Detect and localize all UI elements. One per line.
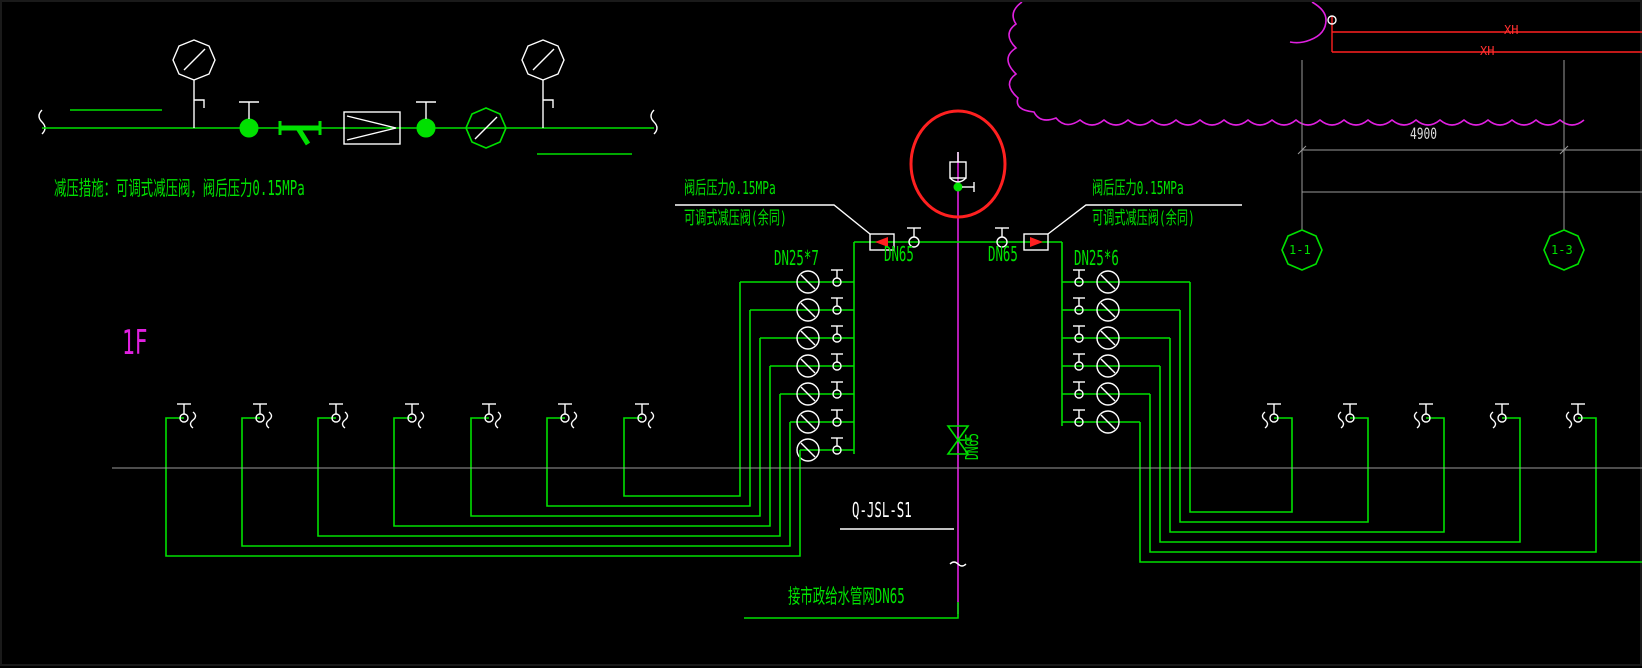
water-meter-icon	[796, 354, 820, 378]
water-meter-icon	[796, 298, 820, 322]
note-prv-measure: 减压措施：可调式减压阀，阀后压力0.15MPa	[54, 176, 305, 200]
grid-reference-lines	[1297, 15, 1642, 230]
water-meter-icon	[1096, 326, 1120, 350]
riser-dn-label: DN65	[962, 433, 983, 460]
meter-branch-pipe	[165, 417, 801, 557]
water-meter-icon	[1096, 298, 1120, 322]
grid-bubble-2-label: 1-3	[1551, 243, 1573, 257]
water-meter-icon	[796, 326, 820, 350]
meter-branch-pipe	[1179, 310, 1369, 523]
fixture-outlet-icon	[405, 403, 425, 429]
grid-bubble-1-icon	[1281, 229, 1323, 271]
revision-cloud	[1007, 2, 1585, 126]
valve-icon	[1073, 409, 1085, 427]
left-branch-dn-label: DN65	[884, 242, 914, 266]
strainer-icon	[278, 121, 322, 146]
right-prv-pressure-label: 阀后压力0.15MPa	[1092, 178, 1184, 199]
supply-pipe	[744, 602, 959, 619]
fixture-outlet-icon	[1565, 403, 1585, 429]
fixture-outlet-icon	[253, 403, 273, 429]
fixture-outlet-icon	[635, 403, 655, 429]
meter-branch-pipe	[393, 366, 771, 527]
valve-icon	[416, 101, 436, 138]
fixture-outlet-icon	[558, 403, 578, 429]
valve-icon	[239, 101, 259, 138]
meter-branch-pipe	[1149, 394, 1597, 553]
right-meter-bank	[1061, 242, 1642, 563]
fixture-outlet-icon	[329, 403, 349, 429]
meter-branch-pipe	[623, 282, 741, 497]
water-meter-icon	[1096, 410, 1120, 434]
pipe-tag-label: Q-JSL-S1	[852, 498, 912, 522]
valve-icon	[1073, 297, 1085, 315]
water-meter-icon	[1096, 382, 1120, 406]
meter-branch-pipe	[546, 310, 751, 507]
supply-note-label: 接市政给水管网DN65	[788, 584, 905, 608]
water-meter-icon	[796, 410, 820, 434]
branch-header	[675, 204, 1242, 251]
grid-bubble-2-icon	[1543, 229, 1585, 271]
fixture-outlet-icon	[1489, 403, 1509, 429]
right-prv-type-label: 可调式减压阀(余同)	[1092, 208, 1195, 229]
fixture-outlets	[177, 403, 1585, 429]
valve-icon	[1073, 269, 1085, 287]
water-meter-icon	[796, 270, 820, 294]
fixture-outlet-icon	[1261, 403, 1281, 429]
water-meter-icon	[1096, 270, 1120, 294]
grid-bubble-1-label: 1-1	[1289, 243, 1311, 257]
pressure-gauge-icon	[521, 39, 565, 128]
valve-icon	[831, 437, 843, 455]
check-valve-icon	[946, 425, 972, 455]
fixture-outlet-icon	[1413, 403, 1433, 429]
valve-icon	[1073, 381, 1085, 399]
fixture-outlet-icon	[1337, 403, 1357, 429]
meter-branch-pipe	[1159, 366, 1521, 543]
valve-icon	[831, 353, 843, 371]
left-prv-pressure-label: 阀后压力0.15MPa	[684, 178, 776, 199]
meter-branch-pipe	[317, 394, 781, 537]
riser-pipe	[949, 152, 967, 614]
valve-icon	[831, 297, 843, 315]
fixture-outlet-icon	[177, 403, 197, 429]
meter-branch-pipe	[470, 338, 761, 517]
valve-icon	[1073, 325, 1085, 343]
valve-icon	[831, 409, 843, 427]
pressure-gauge-icon	[172, 39, 216, 128]
meter-branch-pipe	[1139, 422, 1642, 563]
valve-icon	[1073, 353, 1085, 371]
xh-label-2: XH	[1480, 44, 1495, 58]
dimension-label: 4900	[1410, 124, 1437, 143]
right-meter-group-label: DN25*6	[1074, 246, 1119, 270]
left-prv-type-label: 可调式减压阀(余同)	[684, 208, 787, 229]
prv-box-icon	[343, 111, 401, 145]
meter-branch-pipe	[1169, 338, 1445, 533]
valve-icon	[831, 269, 843, 287]
detail-prv-assembly	[38, 39, 658, 155]
highlight-circle	[909, 109, 1007, 219]
water-meter-icon	[796, 382, 820, 406]
xh-label-1: XH	[1504, 23, 1519, 37]
fixture-outlet-icon	[482, 403, 502, 429]
water-meter-icon	[796, 438, 820, 462]
left-meter-bank	[165, 242, 855, 557]
water-meter-icon	[465, 107, 507, 149]
valve-icon	[831, 325, 843, 343]
floor-label: 1F	[122, 323, 148, 363]
left-meter-group-label: DN25*7	[774, 246, 819, 270]
valve-icon	[831, 381, 843, 399]
meter-branch-pipe	[1189, 282, 1293, 513]
right-branch-dn-label: DN65	[988, 242, 1018, 266]
water-meter-icon	[1096, 354, 1120, 378]
meter-branch-pipe	[241, 417, 791, 547]
